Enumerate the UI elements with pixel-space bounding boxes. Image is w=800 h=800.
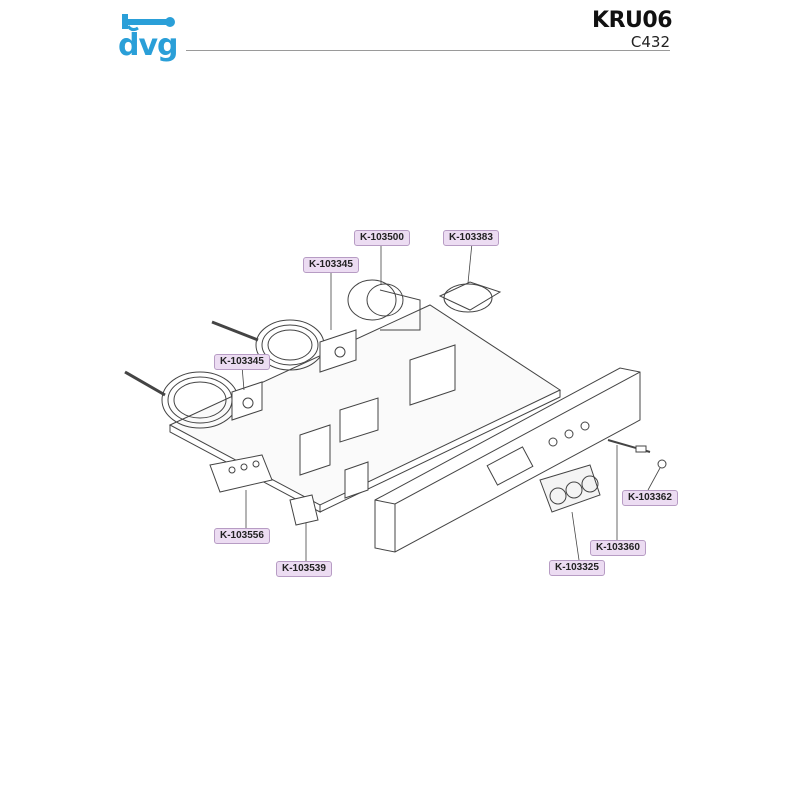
terminal-block xyxy=(209,454,273,493)
faucet-icon xyxy=(122,14,175,32)
header-divider xyxy=(186,50,670,51)
display-window xyxy=(486,446,534,486)
selector-switch xyxy=(347,279,397,321)
brand-logo: dvg xyxy=(118,10,182,63)
part-tag-k103383[interactable]: K-103383 xyxy=(443,230,499,246)
part-tag-k103362[interactable]: K-103362 xyxy=(622,490,678,506)
thermostat-lower xyxy=(231,381,263,421)
part-tag-k103539[interactable]: K-103539 xyxy=(276,561,332,577)
part-tag-k103345-upper[interactable]: K-103345 xyxy=(303,257,359,273)
leader-lines xyxy=(241,242,661,562)
screw xyxy=(657,459,667,469)
brand-name: dvg xyxy=(118,28,179,63)
top-switch xyxy=(438,281,502,311)
part-tag-k103325[interactable]: K-103325 xyxy=(549,560,605,576)
part-tag-k103500[interactable]: K-103500 xyxy=(354,230,410,246)
bracket-front xyxy=(344,461,369,499)
bracket-right xyxy=(409,344,456,406)
bracket-mid xyxy=(339,397,379,443)
variant-code: C432 xyxy=(630,33,670,51)
door-switch xyxy=(289,494,319,526)
model-code: KRU06 xyxy=(592,8,672,33)
part-tag-k103345-lower[interactable]: K-103345 xyxy=(214,354,270,370)
bracket-left xyxy=(299,424,331,476)
part-tag-k103360[interactable]: K-103360 xyxy=(590,540,646,556)
knob-block xyxy=(539,464,601,513)
part-tag-k103556[interactable]: K-103556 xyxy=(214,528,270,544)
thermostat-upper xyxy=(319,329,357,373)
